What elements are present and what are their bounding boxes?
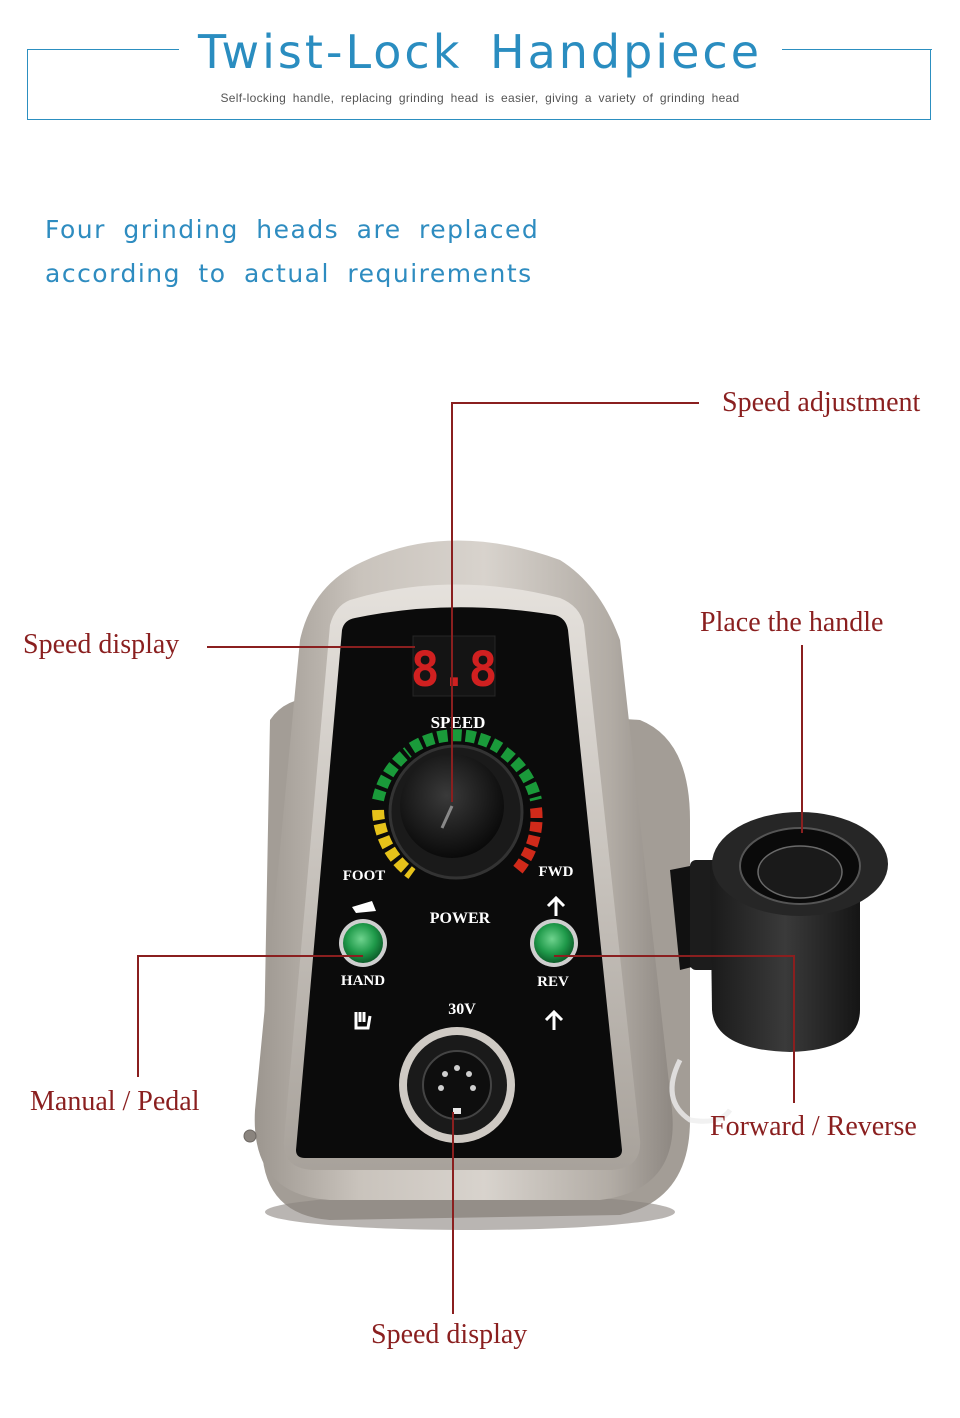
header-rule-right: [782, 49, 932, 50]
page-subtitle: Self-locking handle, replacing grinding …: [220, 91, 740, 105]
intro-line-1: Four grinding heads are replaced: [45, 215, 540, 244]
speed-dial-scale: [372, 729, 543, 879]
speed-readout: 8.8: [411, 642, 498, 698]
foot-pedal-icon: [352, 901, 376, 913]
hand-icon: [354, 1012, 372, 1030]
power-label: POWER: [430, 910, 491, 927]
leader-speed-display-bottom: [452, 1112, 454, 1314]
handpiece-socket[interactable]: [422, 1050, 492, 1120]
header-frame: [27, 50, 931, 120]
fwd-label: FWD: [539, 864, 574, 880]
forward-arrow-icon: [546, 895, 566, 916]
intro-text: Four grinding heads are replaced accordi…: [45, 208, 565, 296]
leader-speed-adjust-v: [451, 402, 453, 802]
leader-speed-display-left: [207, 646, 415, 648]
rev-label: REV: [537, 974, 569, 990]
callout-forward-reverse: Forward / Reverse: [710, 1111, 917, 1142]
leader-speed-adjust-h: [451, 402, 699, 404]
speed-label: SPEED: [431, 713, 486, 732]
leader-manual-pedal-v: [137, 955, 139, 1077]
leader-forward-reverse-h: [554, 955, 794, 957]
leader-place-handle: [801, 645, 803, 833]
reverse-arrow-icon: [544, 1009, 564, 1030]
callout-speed-adjustment: Speed adjustment: [722, 387, 921, 418]
callout-speed-display-bottom: Speed display: [371, 1319, 528, 1350]
voltage-label: 30V: [448, 1001, 476, 1018]
leader-manual-pedal-h: [137, 955, 363, 957]
control-panel: [296, 607, 622, 1158]
foot-label: FOOT: [343, 868, 386, 884]
header-rule-left: [27, 49, 179, 50]
page-title: Twist-Lock Handpiece: [197, 25, 762, 79]
fwd-rev-toggle-button[interactable]: [534, 923, 574, 963]
hand-foot-toggle-button[interactable]: [343, 923, 383, 963]
leader-forward-reverse-v: [793, 955, 795, 1103]
hand-label: HAND: [341, 973, 385, 989]
callout-speed-display-left: Speed display: [23, 629, 180, 660]
callout-manual-pedal: Manual / Pedal: [30, 1086, 200, 1117]
intro-line-2: according to actual requirements: [45, 259, 533, 288]
callout-place-handle: Place the handle: [700, 607, 884, 638]
